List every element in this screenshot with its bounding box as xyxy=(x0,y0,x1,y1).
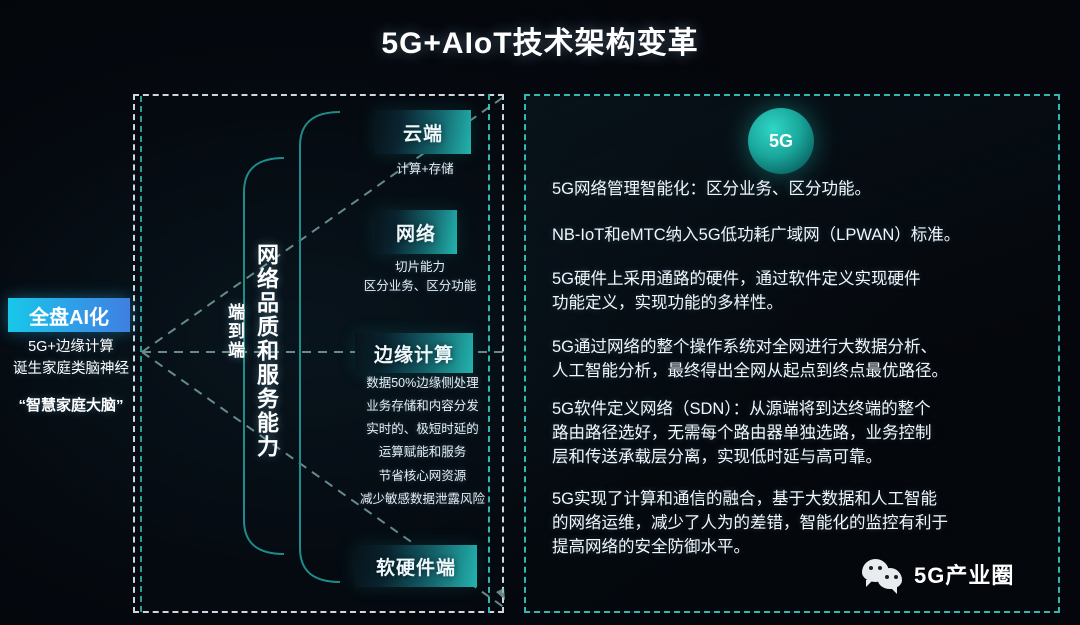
wechat-icon xyxy=(862,559,906,594)
layer-detail-network: 切片能力 区分业务、区分功能 xyxy=(363,260,477,293)
paragraph-network-management: 5G网络管理智能化：区分业务、区分功能。 xyxy=(552,180,872,198)
vertical-label-end-to-end: 端到端 xyxy=(225,303,244,360)
paragraph-lpwan: NB-IoT和eMTC纳入5G低功耗广域网（LPWAN）标准。 xyxy=(552,226,961,244)
layer-box-device[interactable]: 软硬件端 xyxy=(355,545,477,587)
paragraph-sdn: 5G软件定义网络（SDN）：从源端将到达终端的整个 路由路径选好，无需每个路由器… xyxy=(552,400,932,466)
layer-box-edge-computing[interactable]: 边缘计算 xyxy=(355,333,473,373)
ai-axis-dashed-line xyxy=(140,96,142,612)
ai-node-subtitle: 5G+边缘计算 诞生家庭类脑神经 xyxy=(13,339,129,378)
layer-detail-cloud: 计算+存储 xyxy=(396,162,454,176)
paragraph-big-data: 5G通过网络的整个操作系统对全网进行大数据分析、 人工智能分析，最终得出全网从起… xyxy=(552,338,948,380)
ai-node-quote: “智慧家庭大脑” xyxy=(18,397,124,414)
page-title: 5G+AIoT技术架构变革 xyxy=(381,27,699,60)
vertical-label-network-quality: 网络品质和服务能力 xyxy=(254,243,279,459)
layer-box-network[interactable]: 网络 xyxy=(375,210,457,254)
layer-box-cloud[interactable]: 云端 xyxy=(375,110,471,154)
paragraph-convergence: 5G实现了计算和通信的融合，基于大数据和人工智能 的网络运维，减少了人为的差错，… xyxy=(552,490,948,556)
layer-detail-edge-computing: 数据50%边缘侧处理 业务存储和内容分发 实时的、极短时延的 运算赋能和服务 节… xyxy=(359,376,485,506)
wechat-account-name: 5G产业圈 xyxy=(914,563,1015,588)
fiveg-orb-badge: 5G xyxy=(748,108,814,174)
ai-badge[interactable]: 全盘AI化 xyxy=(8,298,130,332)
fiveg-description-panel xyxy=(524,94,1060,613)
paragraph-hardware: 5G硬件上采用通路的硬件，通过软件定义实现硬件 功能定义，实现功能的多样性。 xyxy=(552,270,921,312)
wechat-account-logo: 5G产业圈 xyxy=(862,558,1015,594)
